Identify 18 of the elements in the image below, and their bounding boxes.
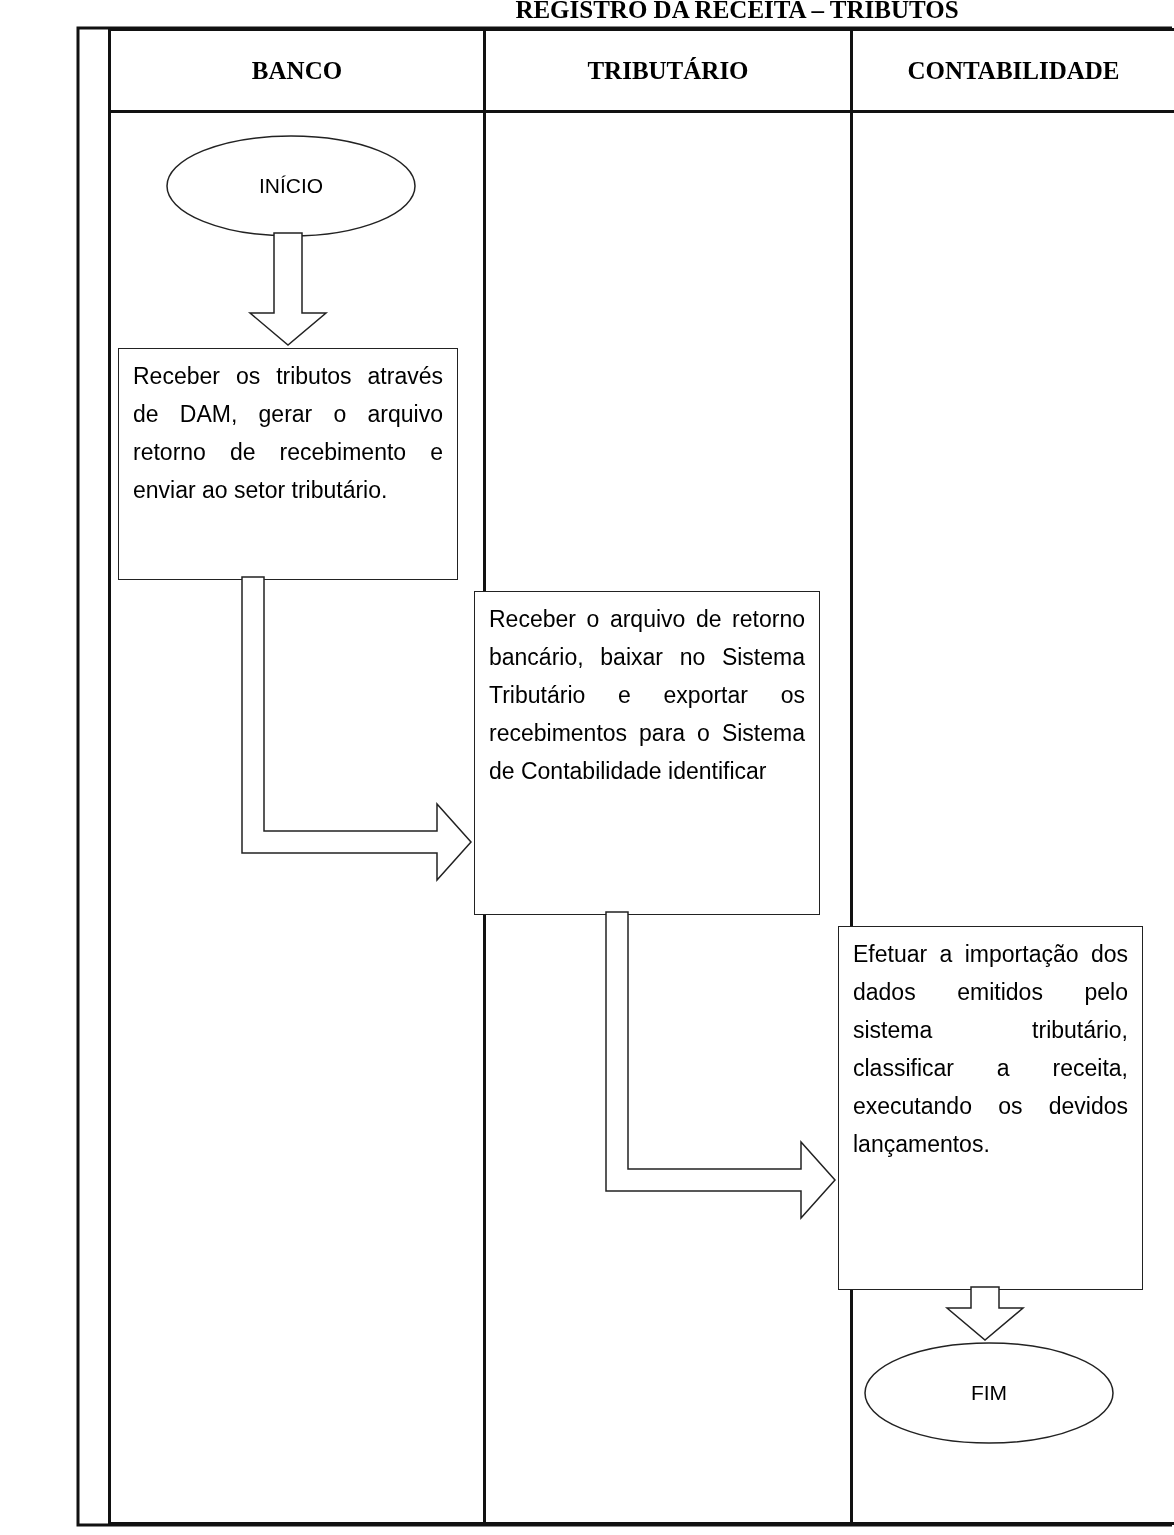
block-arrow — [605, 911, 836, 1220]
process-text: Efetuar a importação dos dados emitidos pelo sistema tributário, classificar a receita, executando os devidos lançamentos. — [853, 940, 1128, 1159]
terminator-oval — [865, 1343, 1113, 1443]
process-box — [118, 348, 458, 580]
block-arrow — [944, 1286, 1026, 1341]
process-box — [838, 926, 1143, 1290]
lane-header: CONTABILIDADE — [853, 31, 1174, 113]
lane-header: BANCO — [111, 31, 483, 113]
process-text: Receber os tributos através de DAM, gerar o arquivo retorno de recebimento e enviar ao setor tributário. — [133, 362, 443, 505]
title: REGISTRO DA RECEITA – TRIBUTOS — [514, 0, 960, 24]
block-arrow — [241, 576, 472, 882]
terminator-label: INÍCIO — [258, 174, 324, 198]
block-arrow — [247, 232, 329, 346]
lane-header: TRIBUTÁRIO — [486, 31, 850, 113]
terminator-label: FIM — [970, 1381, 1008, 1405]
process-box — [474, 591, 820, 915]
process-text: Receber o arquivo de retorno bancário, baixar no Sistema Tributário e exportar os recebimentos para o Sistema de Contabilidade identificar — [489, 605, 805, 786]
terminator-oval — [167, 136, 415, 236]
